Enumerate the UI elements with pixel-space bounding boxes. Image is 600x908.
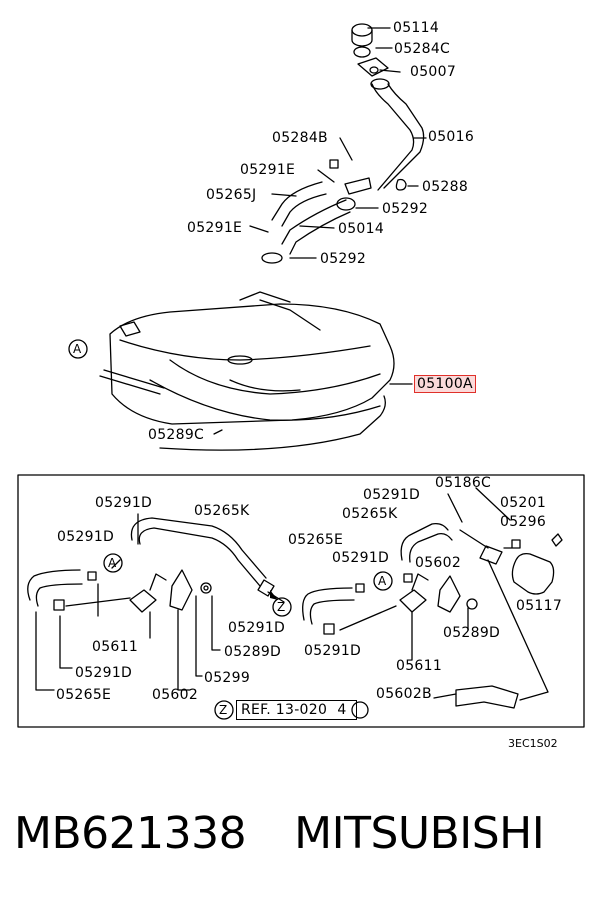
part-label: 05201: [500, 495, 547, 511]
part-label: 05265K: [342, 506, 398, 522]
part-label: 05014: [338, 221, 385, 237]
filler-neck-drawing: [344, 78, 425, 195]
part-label: 05265E: [288, 532, 344, 548]
part-label: 05296: [500, 514, 547, 530]
part-label: 05602B: [376, 686, 432, 702]
callout-z-letter: Z: [277, 600, 286, 614]
parts-diagram: [17, 23, 585, 728]
part-label: 05016: [428, 129, 475, 145]
part-label: 05291D: [332, 550, 390, 566]
callout-a-right: [373, 571, 393, 591]
part-label: 05611: [396, 658, 443, 674]
figure-code: 3EC1S02: [508, 737, 558, 750]
ref-number-circle: [351, 701, 369, 719]
filler-hose-drawing: [261, 159, 356, 264]
part-label: 05265J: [206, 187, 257, 203]
filler-cap-drawing: [351, 23, 389, 77]
callout-a-letter: A: [108, 556, 117, 570]
part-label: 05291E: [240, 162, 296, 178]
reference-number: 4: [337, 702, 347, 718]
reference-text: REF. 13-020: [241, 702, 328, 718]
part-label: 05007: [410, 64, 457, 80]
callout-a-letter: A: [73, 342, 82, 356]
callout-z-mid: [272, 597, 292, 617]
right-hose-assembly-drawing: [302, 487, 563, 709]
part-label: 05265E: [56, 687, 112, 703]
part-label: 05291D: [57, 529, 115, 545]
part-label: 05291D: [304, 643, 362, 659]
part-label: 05291D: [75, 665, 133, 681]
brand-name: MITSUBISHI: [294, 808, 545, 859]
part-label: 05288: [422, 179, 469, 195]
footer-title: MB621338 MITSUBISHI: [14, 808, 594, 868]
highlighted-part-label: 05100A: [414, 375, 476, 393]
part-label: 05292: [382, 201, 429, 217]
part-label: 05299: [204, 670, 251, 686]
callout-z-ref: [214, 700, 234, 720]
part-label: 05117: [516, 598, 563, 614]
part-label: 05602: [415, 555, 462, 571]
part-label: 05289C: [148, 427, 205, 443]
part-label: 05289D: [224, 644, 282, 660]
left-hose-assembly-drawing: [27, 513, 285, 691]
part-label: 05602: [152, 687, 199, 703]
part-label: 05284C: [394, 41, 451, 57]
part-label: 05291D: [363, 487, 421, 503]
reference-box: REF. 13-020 4: [236, 700, 357, 720]
part-label: 05291D: [228, 620, 286, 636]
fuel-tank-drawing: [99, 291, 395, 451]
part-label: 05291E: [187, 220, 243, 236]
part-label: 05186C: [435, 475, 492, 491]
part-label: 05284B: [272, 130, 328, 146]
callout-a-upper: [68, 339, 88, 359]
callout-a-left: [103, 553, 123, 573]
part-label: 05611: [92, 639, 139, 655]
part-label: 05289D: [443, 625, 501, 641]
part-number: MB621338: [14, 808, 247, 859]
arrow-marker: [270, 590, 278, 600]
callout-a-letter: A: [378, 574, 387, 588]
part-label: 05114: [393, 20, 440, 36]
part-label: 05291D: [95, 495, 153, 511]
part-label: 05265K: [194, 503, 250, 519]
part-label: 05292: [320, 251, 367, 267]
callout-z-letter: Z: [219, 703, 228, 717]
